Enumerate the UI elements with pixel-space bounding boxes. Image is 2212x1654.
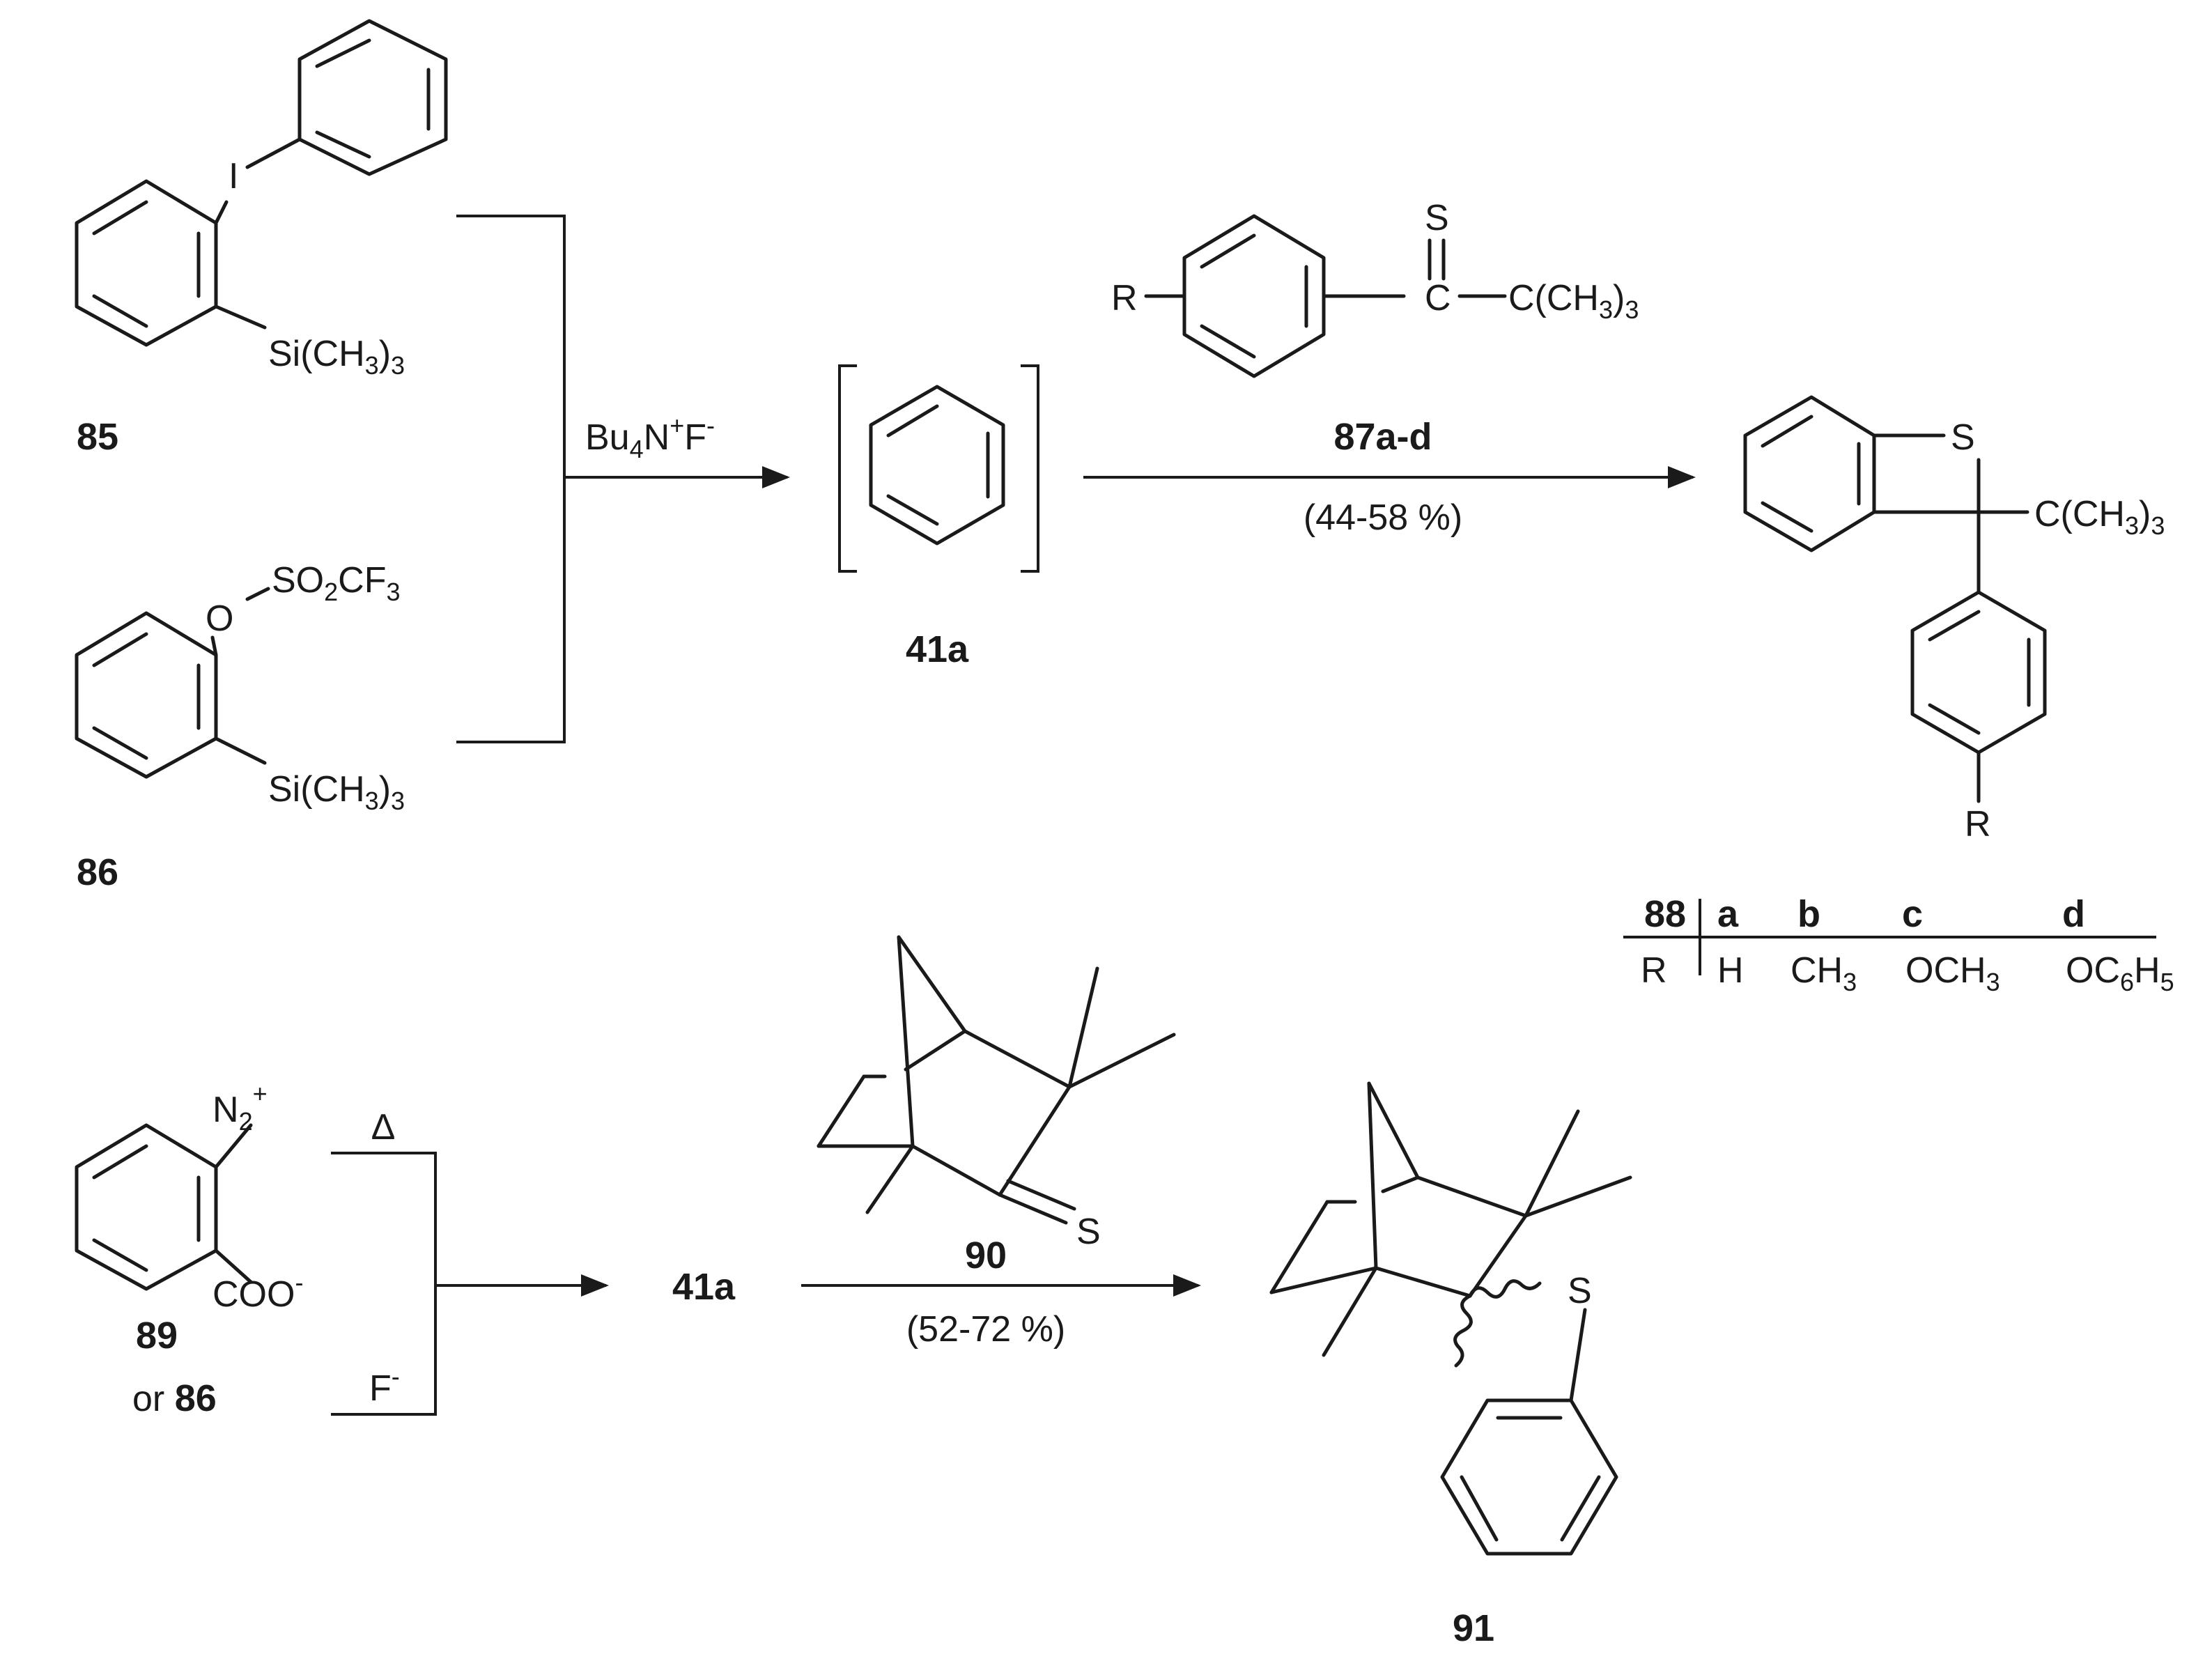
compound-85: I Si(CH3)3 85 bbox=[75, 19, 448, 458]
table-header-88: 88 bbox=[1644, 893, 1686, 935]
heat-symbol: Δ bbox=[371, 1107, 396, 1147]
substituent-r: R bbox=[1111, 278, 1138, 318]
table-cell-a: H bbox=[1717, 950, 1744, 991]
table-cell-b: CH3 bbox=[1791, 950, 1857, 996]
label-91: 91 bbox=[1453, 1607, 1494, 1649]
reagent-bu4nf: Bu4N+F- bbox=[585, 411, 715, 463]
fluoride-reagent: F- bbox=[369, 1362, 400, 1409]
diazonium: N2+ bbox=[212, 1079, 268, 1136]
table-cell-c: OCH3 bbox=[1905, 950, 2000, 996]
thione-sulfur: S bbox=[1076, 1212, 1101, 1252]
compound-87-thioketone: R S C C(CH3)3 bbox=[1111, 198, 1639, 378]
oxygen-atom: O bbox=[206, 598, 233, 639]
or-86-text: or 86 bbox=[132, 1377, 217, 1419]
thietane-sulfur: S bbox=[1568, 1271, 1592, 1311]
table-header-a: a bbox=[1717, 893, 1739, 935]
carboxylate: COO- bbox=[212, 1268, 303, 1315]
compound-41a-benzyne: 41a bbox=[838, 364, 1039, 670]
tert-butyl: C(CH3)3 bbox=[2034, 494, 2165, 540]
label-41a-bottom: 41a bbox=[672, 1266, 736, 1308]
triflyl-group: SO2CF3 bbox=[272, 560, 401, 606]
silyl-group: Si(CH3)3 bbox=[268, 334, 405, 380]
reaction-arrow-2: 87a-d (44-58 %) bbox=[1083, 416, 1696, 538]
label-41a: 41a bbox=[906, 628, 969, 670]
tert-butyl: C(CH3)3 bbox=[1508, 278, 1639, 324]
compound-90-thiocamphor: S bbox=[817, 935, 1176, 1252]
reagent-87a-d: 87a-d bbox=[1333, 416, 1432, 458]
compound-88-benzothiete: S C(CH3)3 R bbox=[1743, 395, 2165, 844]
yield-step2: (44-58 %) bbox=[1304, 497, 1462, 538]
thione-sulfur: S bbox=[1425, 198, 1449, 238]
compound-89: N2+ COO- 89 or 86 bbox=[75, 1079, 303, 1419]
table-header-b: b bbox=[1797, 893, 1820, 935]
compound-91-spiro: S 91 bbox=[1269, 1081, 1632, 1649]
yield-step4: (52-72 %) bbox=[906, 1309, 1065, 1350]
table-header-d: d bbox=[2062, 893, 2085, 935]
iodine-atom: I bbox=[229, 156, 238, 196]
substituent-table-88: 88 a b c d R H CH3 OCH3 OC6H5 bbox=[1623, 893, 2174, 996]
label-89: 89 bbox=[136, 1315, 178, 1357]
silyl-group: Si(CH3)3 bbox=[268, 769, 405, 815]
thione-carbon: C bbox=[1425, 278, 1451, 318]
reaction-arrow-4: 90 (52-72 %) bbox=[801, 1235, 1201, 1350]
table-header-c: c bbox=[1902, 893, 1923, 935]
label-86: 86 bbox=[77, 851, 118, 893]
table-row-label: R bbox=[1641, 950, 1667, 991]
converging-bracket-bottom: Δ F- 41a bbox=[331, 1107, 736, 1416]
table-cell-d: OC6H5 bbox=[2066, 950, 2174, 996]
label-85: 85 bbox=[77, 416, 118, 458]
thiete-sulfur: S bbox=[1951, 417, 1975, 458]
converging-bracket-top: Bu4N+F- bbox=[456, 215, 790, 743]
reagent-90: 90 bbox=[965, 1235, 1007, 1276]
substituent-r: R bbox=[1965, 804, 1991, 844]
compound-86: O SO2CF3 Si(CH3)3 86 bbox=[75, 560, 405, 893]
